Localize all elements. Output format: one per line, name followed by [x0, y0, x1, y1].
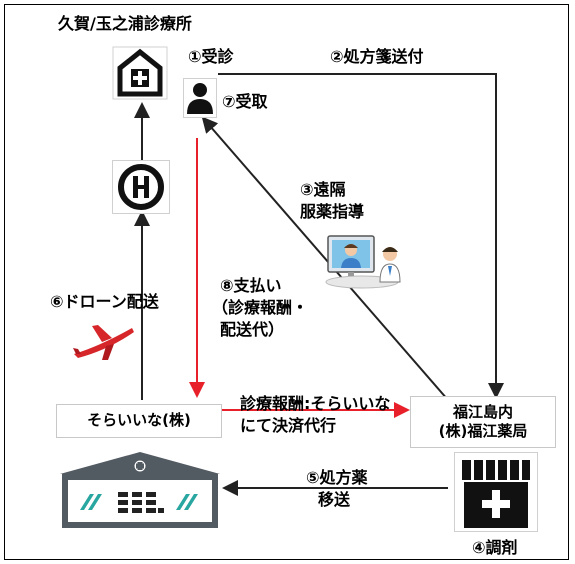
step-5-label-line1: ⑤処方薬: [306, 468, 368, 487]
clinic-name: 久賀/玉之浦診療所: [58, 14, 192, 33]
heliport-icon: [112, 160, 170, 214]
step-2-label: ②処方箋送付: [330, 47, 424, 66]
pharmacy-box: 福江島内 (株)福江薬局: [410, 396, 556, 448]
arrow-remote-guidance: [201, 116, 449, 401]
step-8-label-line3: 配送代）: [220, 320, 285, 339]
pharmacy-name-line1: 福江島内: [452, 402, 513, 421]
warehouse-icon: [60, 452, 220, 528]
sorainaina-company-box: そらいいな(株): [56, 404, 222, 438]
step-5-label-line2: 移送: [318, 490, 351, 509]
step-4-label: ④調剤: [472, 538, 518, 557]
payment-note-line1: 診療報酬:そらいいな: [240, 394, 391, 413]
step-3-label-line2: 服薬指導: [300, 202, 365, 221]
step-3-label-line1: ③遠隔: [300, 180, 346, 199]
pharmacy-store-icon: [454, 452, 538, 532]
step-8-label-line1: ⑧支払い: [220, 276, 282, 295]
sorainaina-company-label: そらいいな(株): [87, 411, 191, 430]
remote-consultation-icon: [325, 235, 401, 289]
step-6-label: ⑥ドローン配送: [50, 292, 159, 311]
patient-icon: [183, 78, 217, 118]
diagram-frame: [4, 4, 569, 560]
step-8-label-line2: （診療報酬・: [212, 298, 309, 317]
arrow-prescription-send: [218, 73, 504, 399]
pharmacy-name-line2: (株)福江薬局: [438, 422, 528, 440]
hospital-icon: [112, 46, 168, 100]
step-7-label: ⑦受取: [222, 92, 268, 111]
step-1-label: ①受診: [188, 47, 234, 66]
payment-note-line2: にて決済代行: [240, 416, 337, 435]
drone-icon: [73, 325, 134, 360]
